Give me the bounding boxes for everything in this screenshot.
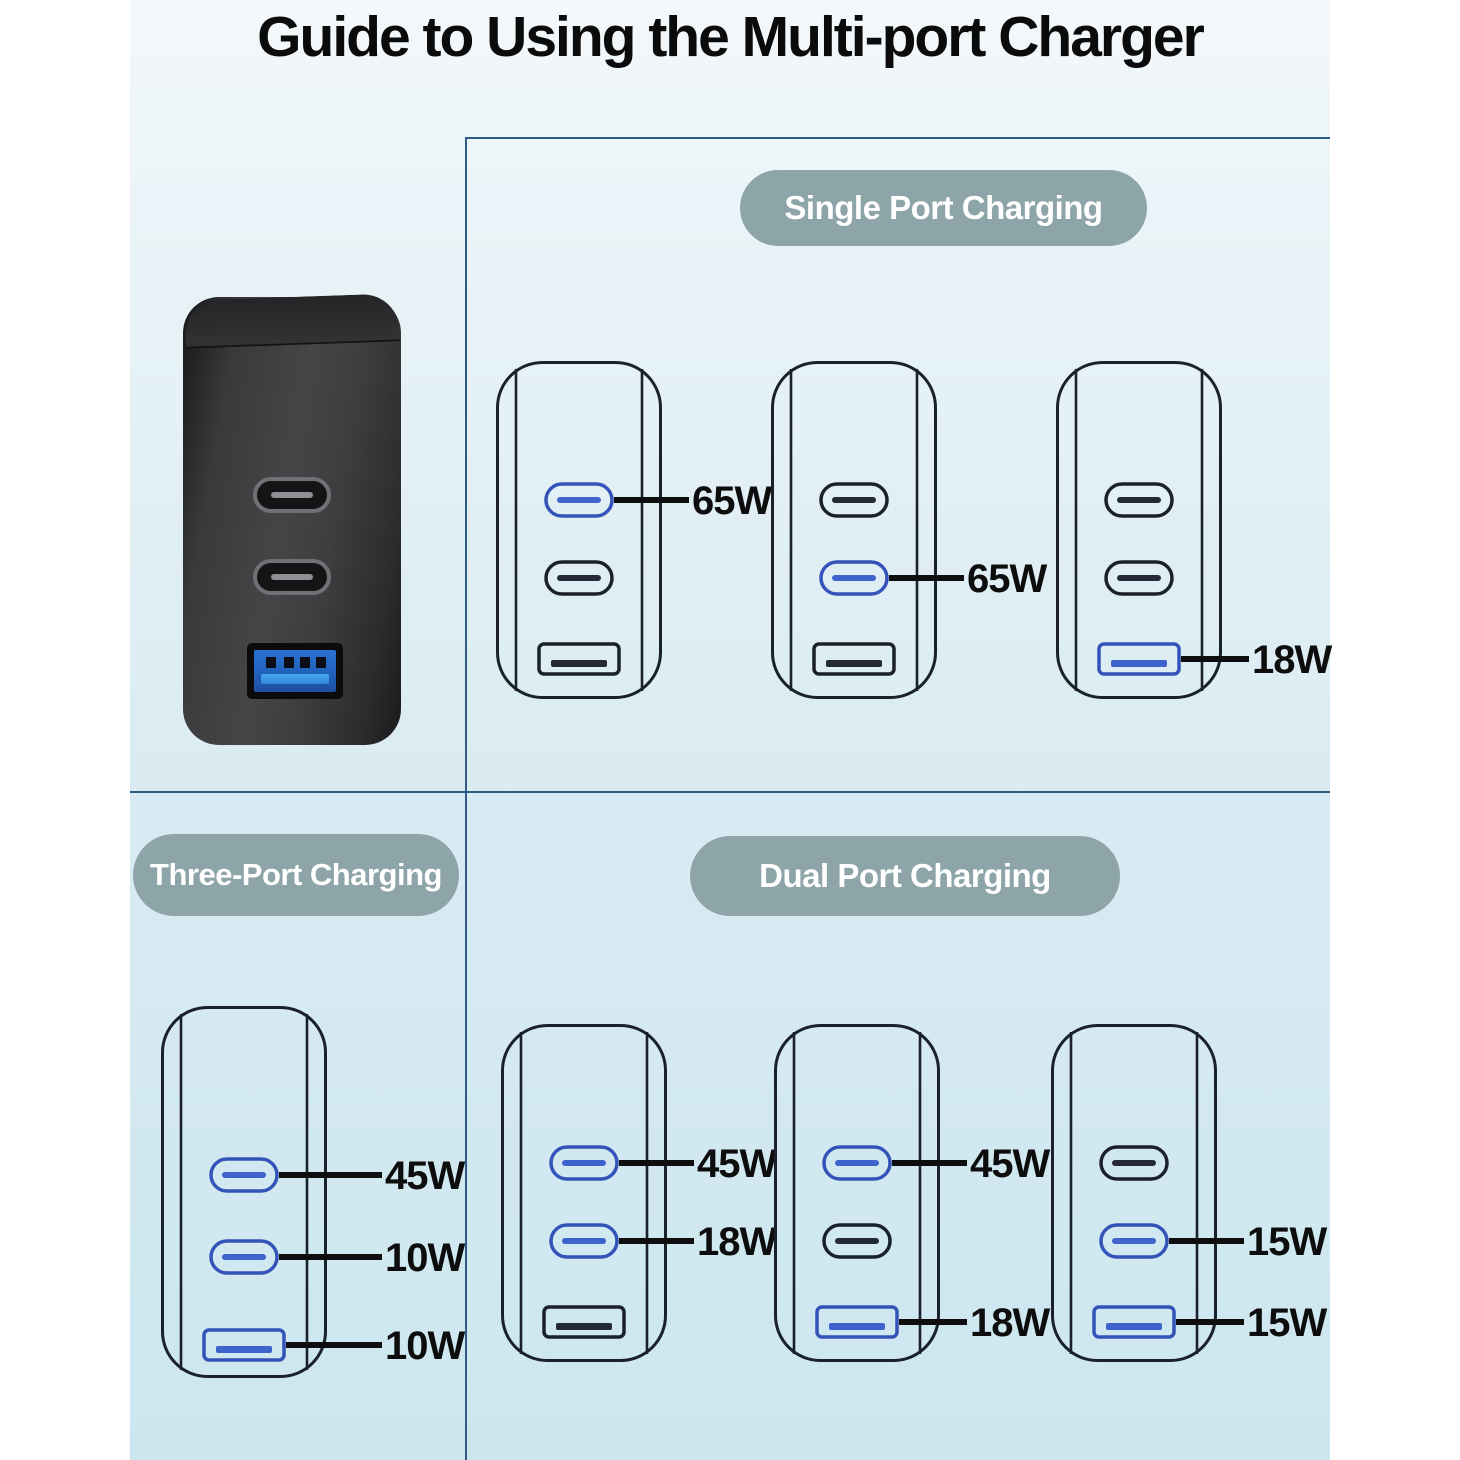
usb-a-pin [284, 657, 294, 668]
section-divider-middle [130, 791, 1330, 793]
section-label-three-port: Three-Port Charging [133, 834, 459, 916]
section-divider-vertical [465, 137, 467, 1460]
section-label-single-port: Single Port Charging [740, 170, 1147, 246]
charger-body [183, 293, 401, 745]
usb-c-port-icon [253, 477, 331, 513]
port-wattage-label: 45W [970, 1142, 1050, 1186]
charger-diagram: 65W [495, 360, 840, 705]
charger-outline: 45W 10W 10W [161, 1006, 466, 1378]
usb-a-inner [254, 650, 336, 692]
charger-diagram: 45W 10W 10W [160, 1005, 505, 1384]
usb-a-tongue [261, 674, 329, 684]
charger-diagram: 18W [1055, 360, 1400, 705]
charger-outline: 65W [771, 361, 1048, 699]
port-wattage-label: 45W [385, 1154, 465, 1198]
port-wattage-label: 65W [967, 557, 1047, 601]
port-wattage-label: 18W [697, 1220, 777, 1264]
port-wattage-label: 10W [385, 1324, 465, 1368]
port-wattage-label: 10W [385, 1236, 465, 1280]
charger-photo [183, 293, 401, 745]
port-wattage-label: 45W [697, 1142, 777, 1186]
port-wattage-label: 15W [1247, 1301, 1327, 1345]
usb-a-pin [316, 657, 326, 668]
charger-outline: 65W [496, 361, 773, 699]
page-title: Guide to Using the Multi-port Charger [257, 5, 1205, 69]
usb-c-port-icon [253, 559, 331, 595]
charger-top-cap [184, 293, 400, 349]
charger-diagram: 45W 18W [773, 1023, 1118, 1368]
charger-outline: 15W 15W [1051, 1024, 1328, 1362]
charger-outline: 45W 18W [774, 1024, 1051, 1362]
port-wattage-label: 18W [970, 1301, 1050, 1345]
charger-outline: 45W 18W [501, 1024, 778, 1362]
usb-a-port-icon [247, 643, 343, 699]
usb-a-pin [266, 657, 276, 668]
charger-diagram: 45W 18W [500, 1023, 845, 1368]
charger-outline: 18W [1056, 361, 1333, 699]
charger-diagram: 65W [770, 360, 1115, 705]
usb-c-tongue [271, 574, 313, 580]
charger-diagram: 15W 15W [1050, 1023, 1395, 1368]
port-wattage-label: 15W [1247, 1220, 1327, 1264]
section-divider-top [465, 137, 1330, 139]
section-label-dual-port: Dual Port Charging [690, 836, 1120, 916]
port-wattage-label: 65W [692, 479, 772, 523]
port-wattage-label: 18W [1252, 638, 1332, 682]
usb-c-tongue [271, 492, 313, 498]
usb-a-pin [300, 657, 310, 668]
